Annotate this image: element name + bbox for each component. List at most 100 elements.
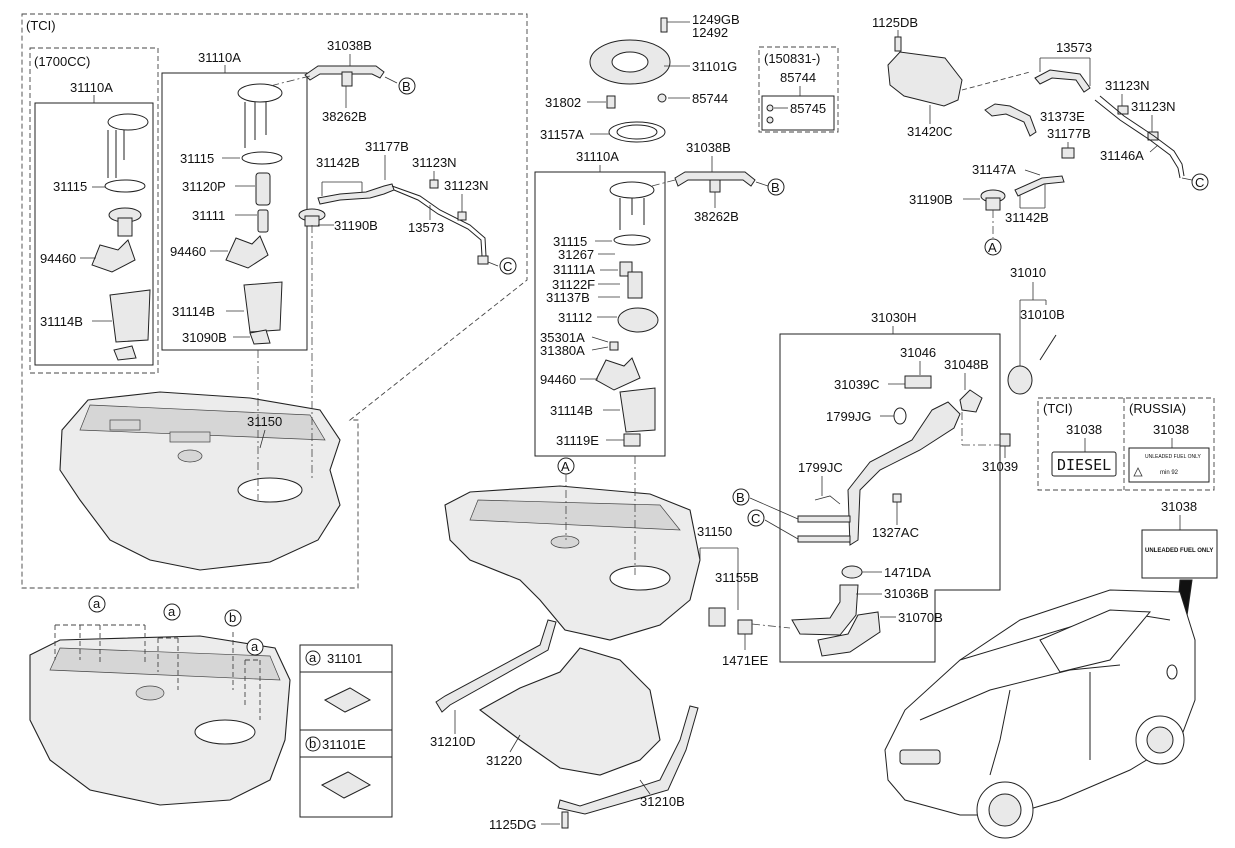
marker-a-2-label: a (168, 604, 176, 619)
marker-a-3-label: a (251, 639, 259, 654)
label-38262B-center: 38262B (694, 209, 739, 224)
label-31267: 31267 (558, 247, 594, 262)
marker-a-1-label: a (93, 596, 101, 611)
fuel-line-tci-icon (298, 179, 489, 265)
label-1471DA: 1471DA (884, 565, 931, 580)
label-35301A: 35301A (540, 330, 585, 345)
hoses-B-C-icon (797, 515, 851, 543)
warning-triangle-icon (1133, 467, 1143, 477)
label-31114B-1700: 31114B (40, 314, 83, 329)
label-31142B-right: 31142B (1005, 210, 1049, 225)
label-1125DG: 1125DG (489, 817, 536, 832)
bolt-1125DG-icon (561, 811, 569, 829)
filler-neck-group: 31030H 31046 31039C 31048B 1799JG 1799JC… (749, 310, 1001, 663)
label-31190B-tci: 31190B (334, 218, 378, 233)
label-31111: 31111 (192, 208, 225, 223)
pad-legend: a 31101 b 31101E (299, 644, 393, 818)
label-31123N-right-2: 31123N (1131, 99, 1176, 114)
clamp-1471EE-icon (737, 619, 753, 635)
label-31114B-center: 31114B (550, 403, 593, 418)
label-31190B-right: 31190B (909, 192, 953, 207)
marker-b-1-label: b (229, 610, 236, 625)
marker-B-center-label: B (771, 180, 780, 195)
label-31150-tci: 31150 (247, 414, 282, 429)
decal-russia-line2: min 92 (1160, 470, 1179, 476)
label-31123N-right-1: 31123N (1105, 78, 1150, 93)
label-31147A: 31147A (972, 162, 1016, 177)
fuel-line-31146A-icon (1094, 99, 1181, 179)
label-31030H: 31030H (871, 310, 917, 325)
label-31373E: 31373E (1040, 109, 1085, 124)
label-31110A-1700: 31110A (70, 80, 113, 95)
bolt-31039-icon (999, 433, 1011, 447)
decal-russia-line1: UNLEADED FUEL ONLY (1145, 454, 1202, 460)
filler-hose-31036B-icon (791, 584, 859, 636)
label-85745: 85745 (790, 101, 826, 116)
vent-hose-icon (304, 65, 385, 87)
label-1125DB: 1125DB (872, 15, 918, 30)
fuel-cap-group: 31010 31010B (1007, 265, 1065, 395)
label-31038B-center: 31038B (686, 140, 731, 155)
marker-A-center-label: A (561, 459, 570, 474)
label-31048B: 31048B (944, 357, 989, 372)
label-31137B: 31137B (546, 290, 590, 305)
cc1700-group-label: (1700CC) (34, 54, 90, 69)
date-range-label: (150831-) (764, 51, 820, 66)
label-31101E: 31101E (322, 737, 366, 752)
label-31038B-tci: 31038B (327, 38, 372, 53)
label-31090B: 31090B (182, 330, 227, 345)
label-31111A: 31111A (553, 262, 595, 277)
decal-group: (TCI) (RUSSIA) 31038 DIESEL 31038 UNLEAD… (1037, 397, 1215, 491)
decal-car-line1: UNLEADED FUEL ONLY (1145, 548, 1213, 554)
label-31420C: 31420C (907, 124, 953, 139)
label-1799JG: 1799JG (826, 409, 872, 424)
vent-hose-center-icon (674, 171, 756, 193)
label-1799JC: 1799JC (798, 460, 843, 475)
label-31142B-tci: 31142B (316, 155, 360, 170)
pump-module-1700-icon (91, 113, 151, 361)
label-85744-center: 85744 (692, 91, 728, 106)
tank-straps-and-shield-icon (435, 619, 699, 815)
label-31036B: 31036B (884, 586, 929, 601)
canister-group: 1125DB 31420C 13573 31123N 31123N 31146A… (872, 15, 1193, 238)
pad-a-icon (323, 687, 372, 713)
label-31123N-tci-2: 31123N (444, 178, 489, 193)
filler-pipe-icon (847, 401, 961, 546)
fuel-cap-icon (1007, 365, 1033, 395)
pad-b-icon (320, 771, 372, 799)
label-31115-1700: 31115 (53, 179, 87, 194)
label-31122F: 31122F (552, 277, 595, 292)
label-31038-russia: 31038 (1153, 422, 1189, 437)
marker-C-filler (747, 509, 765, 527)
marker-C-tci-label: C (503, 259, 512, 274)
label-31119E: 31119E (556, 433, 599, 448)
label-38262B-tci: 38262B (322, 109, 367, 124)
marker-a-1 (88, 595, 106, 613)
legend-b-marker: b (309, 736, 316, 751)
label-31070B: 31070B (898, 610, 943, 625)
label-1327AC: 1327AC (872, 525, 919, 540)
suv-car-icon (884, 589, 1196, 839)
marker-C-right (1191, 173, 1209, 191)
marker-C-right-label: C (1195, 175, 1204, 190)
tank-pads-view (29, 624, 291, 806)
label-31110A-center: 31110A (576, 149, 619, 164)
canister-icon (887, 51, 963, 107)
legend-a-marker: a (309, 650, 317, 665)
label-12492: 12492 (692, 25, 728, 40)
label-85744-box: 85744 (780, 70, 816, 85)
vent-tube-13573-icon (1034, 69, 1091, 93)
marker-a-3 (246, 638, 264, 656)
label-31802: 31802 (545, 95, 581, 110)
marker-B-center (767, 178, 785, 196)
label-31101G: 31101G (692, 59, 737, 74)
tci-group-label: (TCI) (26, 18, 56, 33)
tci-group: (TCI) (1700CC) 31110A 31115 94460 31114B (21, 13, 528, 589)
label-94460-center: 94460 (540, 372, 576, 387)
label-31123N-tci-1: 31123N (412, 155, 457, 170)
bracket-31373E-icon (984, 103, 1037, 137)
label-31210D: 31210D (430, 734, 476, 749)
hose-31142B-right-icon (1014, 175, 1065, 197)
pump-module-center-icon (595, 181, 659, 447)
